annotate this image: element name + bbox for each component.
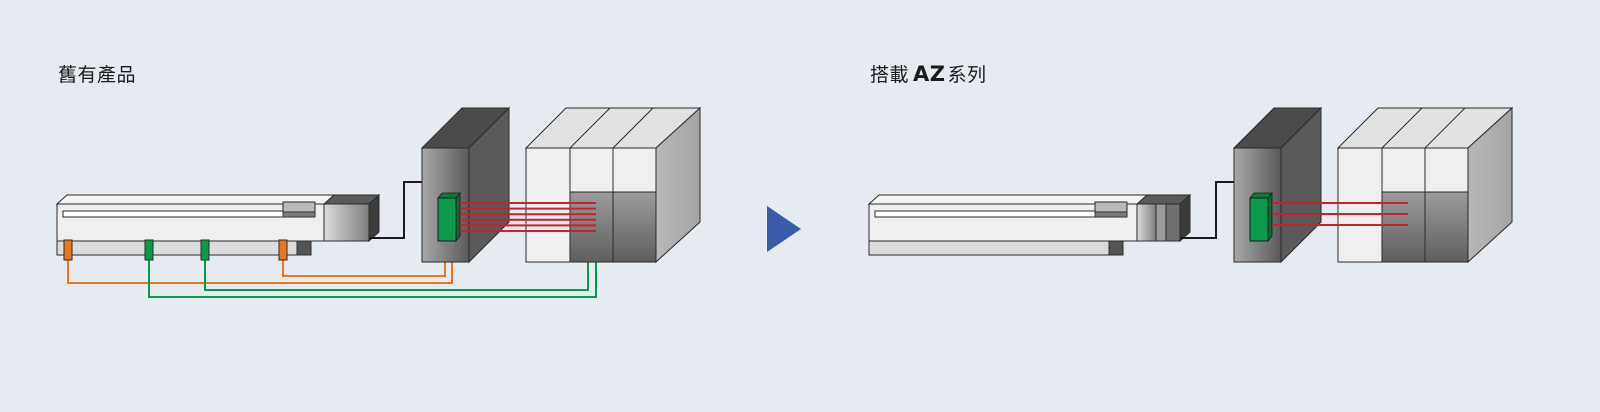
- legacy-io-wiring: [460, 202, 596, 232]
- az-driver-io-module: [1249, 191, 1273, 243]
- az-driver: [1232, 106, 1323, 264]
- limit-sensor-left: [63, 239, 73, 261]
- az-title-brand: AZ: [913, 62, 946, 86]
- limit-sensor-right: [278, 239, 288, 261]
- az-io-wiring: [1272, 202, 1408, 226]
- az-motor-cable: [1180, 181, 1234, 239]
- legacy-system: [55, 106, 702, 298]
- legacy-motor: [322, 193, 381, 243]
- legacy-actuator: [55, 194, 339, 256]
- az-plc: [1336, 106, 1514, 264]
- legacy-driver-io-module: [437, 191, 461, 243]
- az-actuator: [867, 194, 1151, 256]
- home-sensor: [144, 239, 154, 261]
- az-system: [867, 106, 1514, 264]
- transition-arrow: [767, 206, 801, 252]
- az-motor: [1135, 193, 1192, 243]
- legacy-driver: [420, 106, 511, 264]
- legacy-product-title: 舊有產品: [58, 64, 137, 86]
- legacy-motor-cable: [369, 181, 422, 239]
- legacy-plc: [524, 106, 702, 264]
- az-title-suffix: 系列: [947, 64, 987, 86]
- legacy-sensors: [63, 239, 288, 261]
- az-title-prefix: 搭載: [870, 64, 910, 86]
- legacy-product-label: 舊有產品: [58, 60, 136, 87]
- slow-sensor: [200, 239, 210, 261]
